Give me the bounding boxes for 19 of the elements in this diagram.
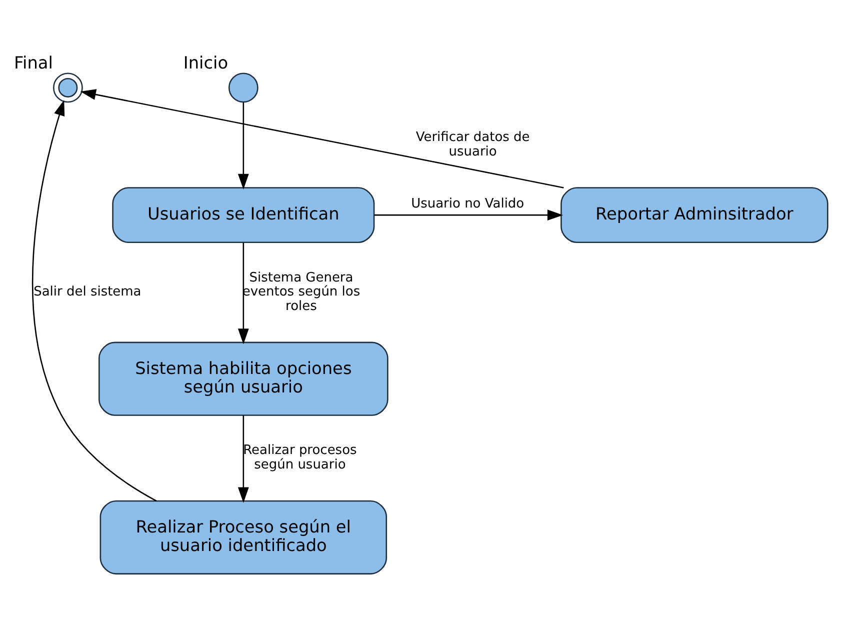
arrow (80, 89, 564, 188)
edge-label: Realizar procesos según usuario (243, 443, 357, 473)
node-box: Reportar Adminsitrador (560, 187, 828, 244)
node-box: Sistema habilita opciones según usuario (98, 342, 388, 416)
edge-label: Usuario no Valido (411, 196, 524, 212)
arrow (238, 242, 249, 344)
edge-label: Verificar datos de usuario (416, 130, 530, 160)
arrow (374, 210, 564, 221)
node-label: Inicio (183, 52, 228, 73)
arrow (32, 100, 157, 502)
node-circle (228, 72, 258, 103)
edge-label: Sistema Genera eventos según los roles (242, 270, 360, 314)
edge-label: Salir del sistema (34, 284, 142, 300)
arrow (238, 102, 249, 190)
arrow (238, 416, 249, 503)
node-box: Realizar Proceso según el usuario identificado (100, 500, 388, 574)
node-circle (53, 72, 83, 103)
node-box: Usuarios se Identifican (112, 187, 375, 244)
node-label: Final (14, 52, 53, 73)
